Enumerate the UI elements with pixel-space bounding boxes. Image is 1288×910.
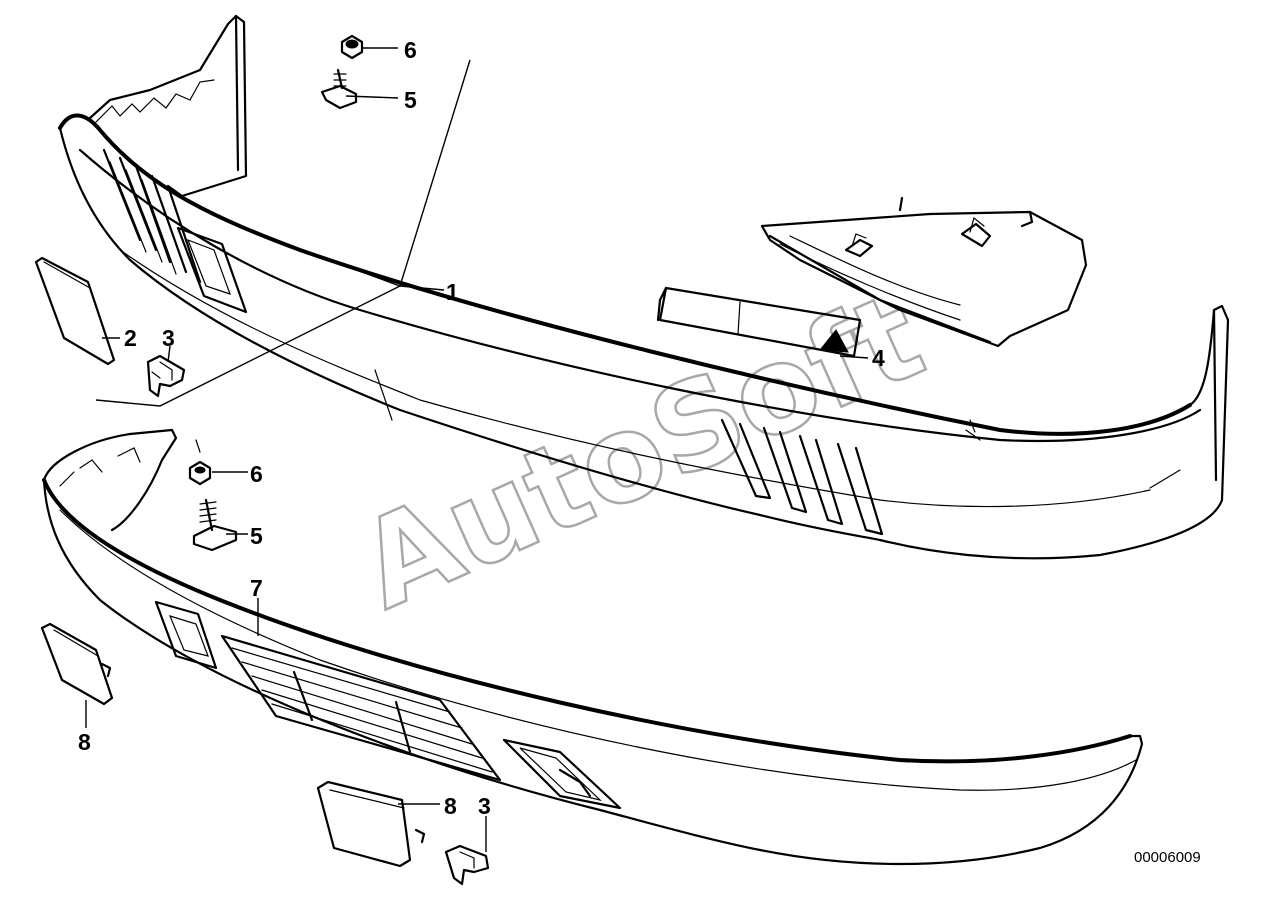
callout-6-upper: 6 (404, 37, 417, 63)
screw-clip-lower (192, 498, 238, 552)
callout-6-lower: 6 (250, 461, 263, 487)
upper-bumper (58, 14, 1230, 560)
bracket-upper (146, 354, 186, 398)
callout-7: 7 (250, 575, 263, 601)
callout-4: 4 (872, 345, 885, 371)
leader-lines (85, 47, 869, 852)
cover-cap-lower-bottom (316, 780, 426, 868)
clip-upper (320, 68, 358, 110)
callout-1: 1 (446, 279, 459, 305)
center-grille-insert (760, 196, 1088, 348)
trim-strip (656, 286, 862, 358)
callout-8-bottom: 8 (444, 793, 457, 819)
diagram-number: 00006009 (1134, 849, 1201, 866)
cover-cap-lower-left (40, 622, 114, 706)
lower-bumper (42, 428, 1144, 866)
callout-3-bottom: 3 (478, 793, 491, 819)
callout-3-upper: 3 (162, 325, 175, 351)
nut-upper (340, 34, 364, 60)
bracket-lower (444, 844, 490, 886)
nut-lower (188, 439, 212, 486)
callout-8-left: 8 (78, 729, 91, 755)
callout-2: 2 (124, 325, 137, 351)
watermark-text: AutoSoft (340, 267, 942, 637)
cover-cap-upper (34, 256, 116, 366)
callout-5-upper: 5 (404, 87, 417, 113)
callout-5-lower: 5 (250, 523, 263, 549)
